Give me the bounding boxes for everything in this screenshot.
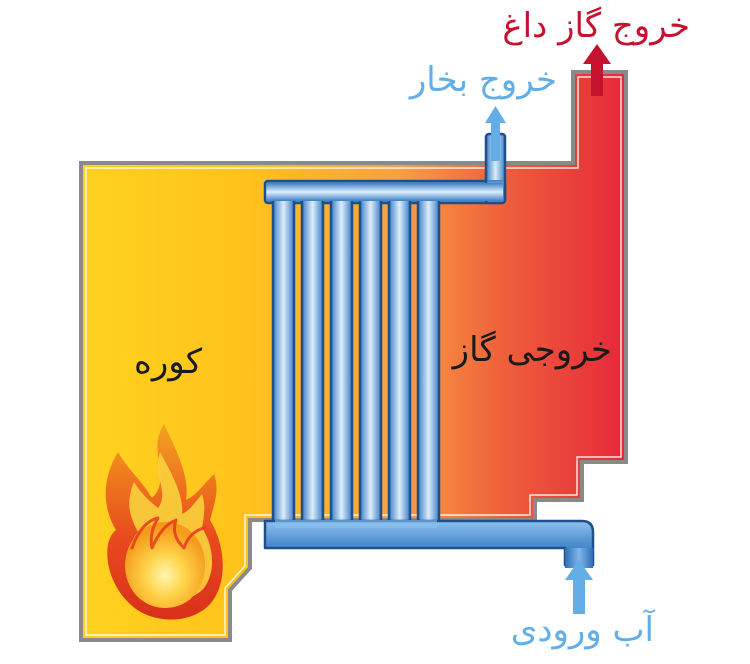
flame-icon [105, 424, 223, 620]
water-inlet-pipe [263, 519, 595, 568]
water-inlet-label: آب ورودی [511, 609, 656, 650]
furnace-label: کوره [134, 342, 203, 382]
gas-outlet-label: خروجی گاز [451, 330, 612, 370]
hot-gas-outlet-arrow [583, 44, 611, 96]
boiler-body [79, 70, 628, 642]
water-inlet-arrow [565, 560, 593, 614]
steam-outlet-arrow [485, 106, 506, 161]
steam-outlet-label: خروج بخار [408, 60, 557, 100]
hot-gas-outlet-label: خروج گاز داغ [502, 6, 690, 46]
